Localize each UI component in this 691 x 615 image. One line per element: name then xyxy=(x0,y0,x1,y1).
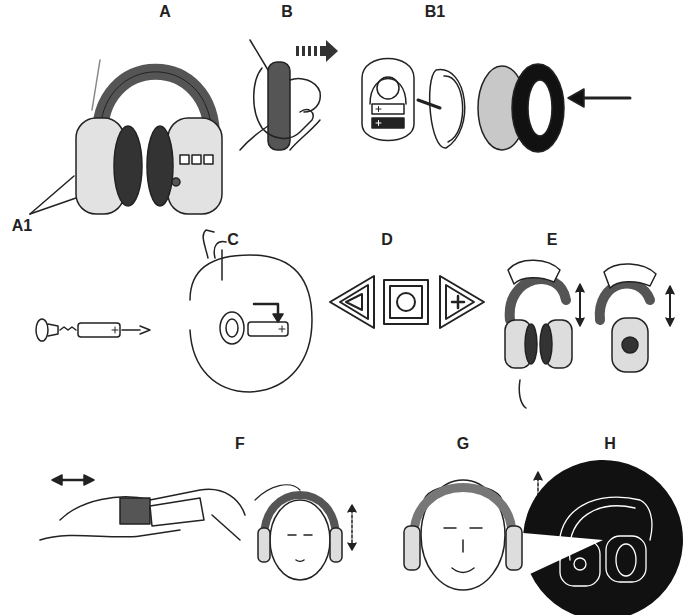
arrow xyxy=(568,89,630,107)
panel-letter: D xyxy=(381,232,393,248)
panel-letter: E xyxy=(547,232,558,248)
battery-compartment xyxy=(362,59,414,141)
panel-letter: F xyxy=(235,436,245,452)
headband-adjust xyxy=(40,475,356,580)
storage-figure xyxy=(523,460,683,615)
headset-figure xyxy=(76,60,222,214)
arrow xyxy=(296,40,338,62)
panel-letter: H xyxy=(604,436,616,452)
wearing-figure xyxy=(404,472,542,590)
panel-letter: A1 xyxy=(12,218,32,234)
panel-letter: B xyxy=(281,4,293,20)
adjust-figure xyxy=(505,260,674,408)
panel-letter: C xyxy=(227,232,239,248)
panel-letter: A xyxy=(159,4,171,20)
panel-letter: G xyxy=(457,436,469,452)
leader-line xyxy=(30,176,76,214)
panel-letter: B1 xyxy=(425,4,445,20)
control-buttons xyxy=(330,276,484,328)
battery-insertion xyxy=(36,230,312,392)
hand-figure xyxy=(240,40,320,150)
ear-cup-exploded xyxy=(418,64,564,152)
